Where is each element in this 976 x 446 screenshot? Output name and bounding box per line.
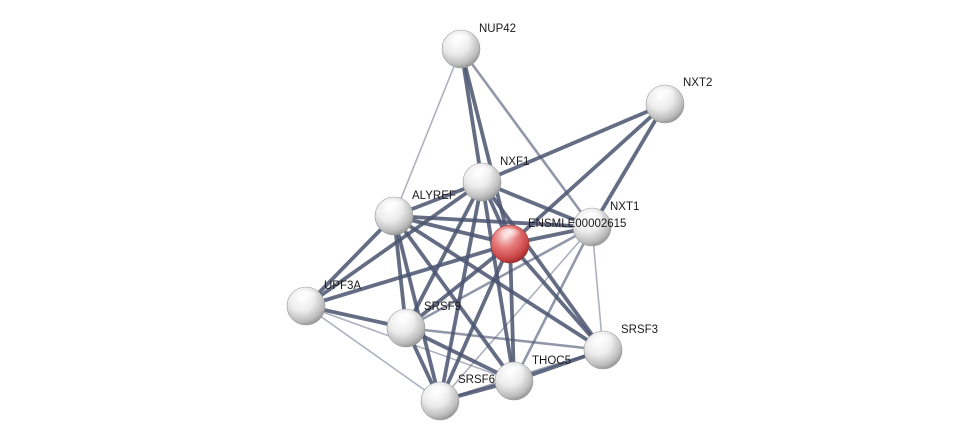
edge-nup42-alyref[interactable] [393, 48, 462, 217]
node-ensmle[interactable]: ENSMLE00002615 [490, 218, 626, 264]
edge-alyref-srsf6[interactable] [392, 214, 442, 403]
edge-srsf9-srsf3[interactable] [404, 326, 605, 352]
edge-ensmle-srsf9[interactable] [404, 242, 512, 330]
node-srsf6[interactable]: SRSF6 [420, 374, 495, 421]
edge-upf3a-srsf6[interactable] [305, 305, 441, 402]
node-label: NXT2 [683, 77, 712, 89]
node-label: SRSF3 [621, 324, 658, 336]
edge-alyref-thoc5[interactable] [392, 214, 516, 383]
edge-nxf1-upf3a[interactable] [304, 180, 484, 308]
node-nxt1[interactable]: NXT1 [572, 201, 639, 247]
edge-nxf1-srsf9[interactable] [404, 180, 484, 330]
node-label: ENSMLE00002615 [528, 218, 626, 230]
node-srsf3[interactable]: SRSF3 [583, 324, 658, 370]
node-thoc5[interactable]: THOC5 [494, 355, 571, 401]
edge-nxt2-nxt1[interactable] [590, 102, 667, 229]
edge-nxt1-srsf3[interactable] [591, 226, 604, 351]
edge-nxf1-srsf6[interactable] [438, 180, 484, 403]
edge-nxt1-srsf6[interactable] [439, 226, 593, 402]
node-highlight [394, 312, 418, 327]
node-nup42[interactable]: NUP42 [441, 23, 516, 69]
edge-ensmle-srsf6[interactable] [438, 242, 512, 403]
node-highlight [591, 334, 615, 349]
edge-ensmle-upf3a[interactable] [304, 242, 512, 308]
node-highlight [502, 365, 526, 380]
edge-nxf1-nxt1[interactable] [480, 180, 594, 229]
edge-alyref-ensmle[interactable] [392, 214, 512, 246]
node-label: SRSF9 [424, 301, 461, 313]
node-upf3a[interactable]: UPF3A [286, 280, 361, 326]
node-highlight [382, 200, 406, 215]
edge-nxt1-srsf9[interactable] [404, 225, 594, 330]
node-highlight [580, 211, 604, 226]
node-alyref[interactable]: ALYREF [374, 190, 456, 236]
node-label: NUP42 [479, 23, 516, 35]
edge-ensmle-thoc5[interactable] [508, 242, 516, 383]
edge-nxf1-srsf3[interactable] [480, 180, 605, 352]
edge-nxt1-thoc5[interactable] [512, 225, 594, 383]
node-highlight [449, 33, 473, 48]
node-highlight [653, 88, 677, 103]
node-label: UPF3A [324, 280, 361, 292]
edge-nxt2-ensmle[interactable] [508, 102, 667, 246]
edge-srsf9-thoc5[interactable] [404, 326, 516, 383]
node-label: SRSF6 [458, 374, 495, 386]
edge-nup42-nxt1[interactable] [459, 47, 594, 229]
node-label: ALYREF [412, 190, 456, 202]
node-label: NXF1 [500, 156, 529, 168]
edge-nxt2-nxf1[interactable] [480, 102, 667, 184]
node-highlight [498, 228, 522, 243]
edge-alyref-nxt1[interactable] [392, 214, 594, 229]
node-label: THOC5 [532, 355, 571, 367]
node-nxt2[interactable]: NXT2 [645, 77, 712, 124]
node-srsf9[interactable]: SRSF9 [386, 301, 461, 348]
edge-alyref-upf3a[interactable] [304, 214, 396, 308]
edge-nup42-nxf1[interactable] [459, 47, 484, 184]
node-nxf1[interactable]: NXF1 [462, 156, 529, 202]
node-highlight [470, 166, 494, 181]
node-highlight [294, 290, 318, 305]
edge-alyref-srsf3[interactable] [392, 214, 605, 352]
node-highlight [428, 385, 452, 400]
node-label: NXT1 [610, 201, 639, 213]
